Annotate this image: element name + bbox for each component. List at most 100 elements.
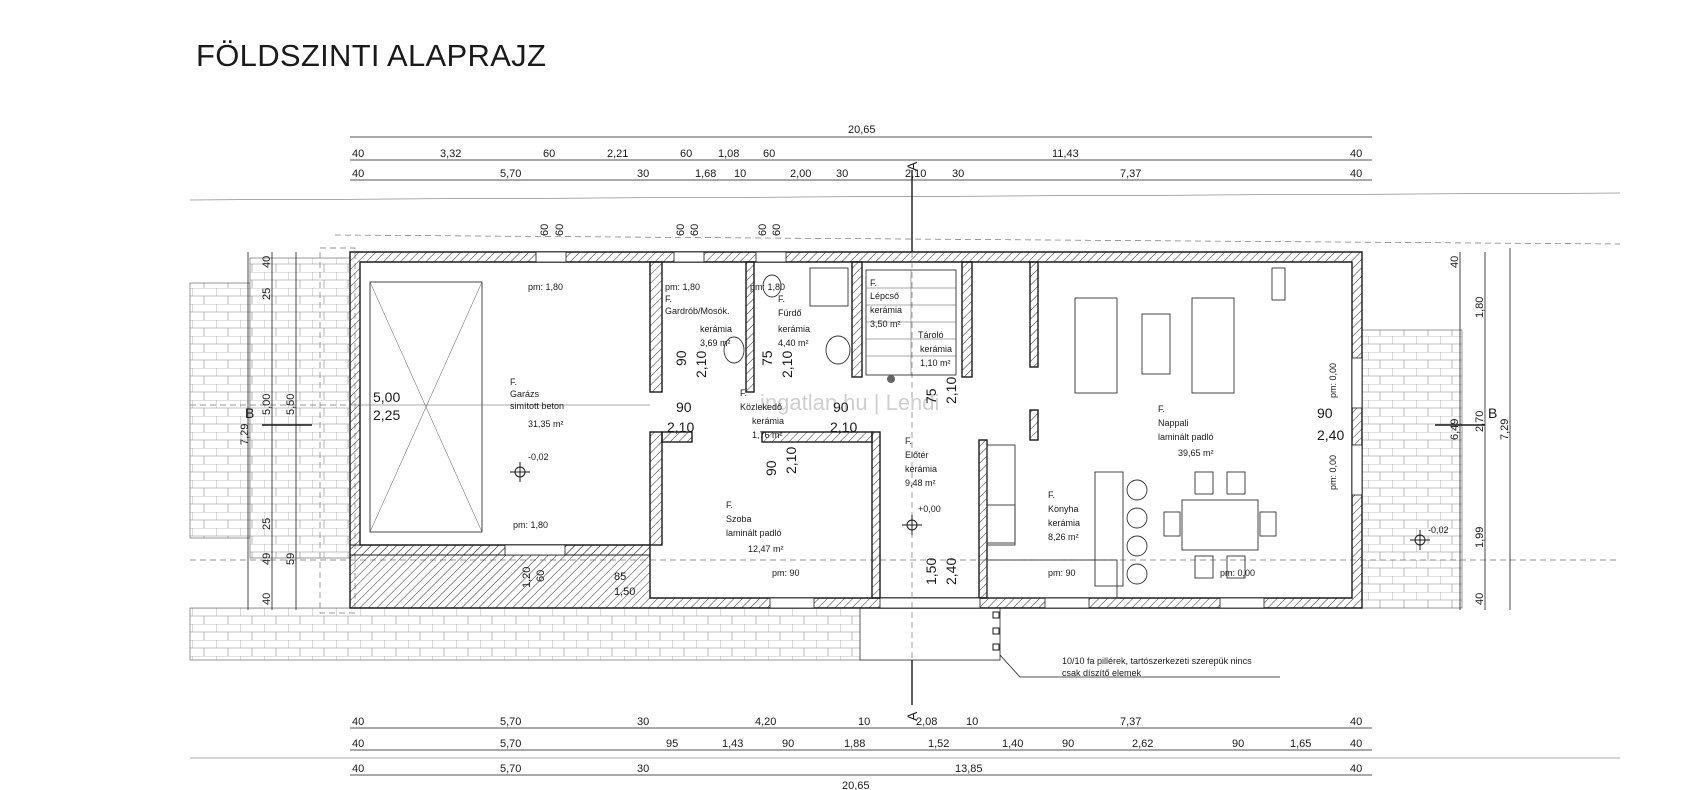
level-markers (510, 462, 1430, 550)
svg-text:pm: 1,80: pm: 1,80 (665, 282, 700, 292)
room-bath: pm: 1,80 F. Fürdő kerámia 4,40 m² (750, 282, 810, 348)
svg-text:60: 60 (763, 148, 775, 160)
svg-text:30: 30 (637, 716, 649, 728)
svg-text:5,70: 5,70 (500, 168, 521, 180)
svg-text:60: 60 (554, 224, 566, 236)
entrance-step (859, 607, 1001, 661)
paving-driveway (249, 257, 351, 559)
svg-text:kerámia: kerámia (700, 324, 732, 334)
svg-text:40: 40 (261, 256, 273, 268)
svg-text:1,65: 1,65 (1290, 738, 1311, 750)
svg-text:pm: 0,00: pm: 0,00 (1328, 363, 1338, 398)
svg-text:5,50: 5,50 (285, 394, 297, 415)
svg-text:30: 30 (836, 168, 848, 180)
svg-text:2,25: 2,25 (373, 407, 400, 423)
svg-text:laminált padló: laminált padló (1158, 432, 1214, 442)
svg-text:Nappali: Nappali (1158, 418, 1189, 428)
svg-text:30: 30 (952, 168, 964, 180)
svg-text:2,10: 2,10 (943, 377, 959, 404)
svg-text:1,10 m²: 1,10 m² (920, 358, 951, 368)
svg-text:1,76 m²: 1,76 m² (752, 430, 783, 440)
svg-text:90: 90 (782, 738, 794, 750)
svg-text:40: 40 (1350, 763, 1362, 775)
toilet-wardrobe (723, 336, 745, 364)
svg-text:60: 60 (689, 224, 701, 236)
svg-text:60: 60 (539, 224, 551, 236)
wooden-pillars (992, 611, 1000, 651)
svg-text:kerámia: kerámia (752, 416, 784, 426)
svg-text:95: 95 (666, 738, 678, 750)
room-hall: F. Előtér kerámia 9,48 m² +0,00 (905, 436, 941, 514)
svg-text:1,50: 1,50 (923, 558, 939, 585)
svg-text:60: 60 (535, 570, 547, 582)
dim-bot-total: 20,65 (842, 780, 870, 790)
svg-text:2,40: 2,40 (943, 558, 959, 585)
svg-text:kerámia: kerámia (870, 305, 902, 315)
svg-text:4,20: 4,20 (755, 716, 776, 728)
svg-text:7,29: 7,29 (239, 424, 251, 445)
svg-text:60: 60 (675, 224, 687, 236)
svg-text:90: 90 (1232, 738, 1244, 750)
svg-text:5,70: 5,70 (500, 738, 521, 750)
svg-text:10: 10 (966, 716, 978, 728)
svg-text:Lépcső: Lépcső (870, 291, 899, 301)
svg-text:3,69 m²: 3,69 m² (700, 338, 731, 348)
garage-door-cross-b (369, 281, 483, 533)
svg-text:25: 25 (261, 518, 273, 530)
svg-text:40: 40 (1350, 738, 1362, 750)
svg-text:2,70: 2,70 (1474, 411, 1486, 432)
svg-text:40: 40 (1350, 148, 1362, 160)
svg-text:Fürdő: Fürdő (778, 308, 802, 318)
svg-text:csak díszítő elemek: csak díszítő elemek (1062, 668, 1142, 678)
dim-row-bot2: 40 5,70 95 1,43 90 1,88 1,52 1,40 90 2,6… (352, 738, 1362, 750)
svg-text:90: 90 (673, 350, 689, 366)
svg-text:60: 60 (680, 148, 692, 160)
svg-text:7,37: 7,37 (1120, 716, 1141, 728)
svg-text:13,85: 13,85 (955, 763, 983, 775)
svg-text:8,26 m²: 8,26 m² (1048, 532, 1079, 542)
toilet (762, 274, 782, 298)
room-corridor: F. Közlekedő kerámia 1,76 m² (740, 388, 784, 440)
dim-row-top2: 40 5,70 30 1,68 10 2,00 30 2,10 30 7,37 … (352, 168, 1362, 180)
svg-text:10/10 fa pillérek, tartószerke: 10/10 fa pillérek, tartószerkezeti szere… (1062, 656, 1252, 666)
svg-text:10: 10 (734, 168, 746, 180)
svg-text:2,10: 2,10 (779, 351, 795, 378)
room-garage: pm: 1,80 F. Garázs simított beton 31,35 … (373, 282, 564, 530)
svg-text:pm: 0,00: pm: 0,00 (1220, 568, 1255, 578)
svg-text:5,00: 5,00 (373, 389, 400, 405)
pillar-note: 10/10 fa pillérek, tartószerkezeti szere… (1062, 656, 1252, 678)
svg-text:F.: F. (510, 377, 517, 387)
svg-text:F.: F. (905, 436, 912, 446)
svg-text:75: 75 (923, 388, 939, 404)
svg-text:1,43: 1,43 (722, 738, 743, 750)
dim-row-bot1: 40 5,70 30 4,20 10 2,08 10 7,37 40 (352, 716, 1362, 728)
room-living: F. Nappali laminált padló 39,65 m² pm: 0… (1158, 363, 1338, 578)
section-b-right-label: B (1488, 405, 1497, 421)
svg-text:Előtér: Előtér (905, 450, 929, 460)
dim-row-top1: 40 3,32 60 2,21 60 1,08 60 11,43 40 (352, 148, 1362, 160)
svg-text:Konyha: Konyha (1048, 504, 1079, 514)
terrace-level: -0,02 (1428, 525, 1449, 535)
svg-text:5,70: 5,70 (500, 763, 521, 775)
svg-text:F.: F. (778, 294, 785, 304)
svg-text:3,32: 3,32 (440, 148, 461, 160)
svg-text:40: 40 (1350, 716, 1362, 728)
living-furniture (986, 267, 1286, 599)
svg-text:1,50: 1,50 (614, 586, 635, 598)
dim-row-bot3: 40 5,70 30 13,85 40 (352, 763, 1362, 775)
svg-text:Szoba: Szoba (726, 514, 752, 524)
svg-text:pm: 90: pm: 90 (772, 568, 800, 578)
staircase (865, 269, 957, 383)
svg-text:7,29: 7,29 (1499, 419, 1511, 440)
svg-text:F.: F. (1048, 490, 1055, 500)
svg-text:2,10: 2,10 (693, 351, 709, 378)
page-title: FÖLDSZINTI ALAPRAJZ (196, 38, 547, 73)
svg-text:40: 40 (1449, 256, 1461, 268)
svg-text:60: 60 (543, 148, 555, 160)
svg-text:kerámia: kerámia (905, 464, 937, 474)
svg-text:85: 85 (614, 571, 626, 583)
room-stair: F. Lépcső kerámia 3,50 m² (870, 278, 902, 329)
svg-text:F.: F. (665, 294, 672, 304)
svg-text:1,68: 1,68 (695, 168, 716, 180)
